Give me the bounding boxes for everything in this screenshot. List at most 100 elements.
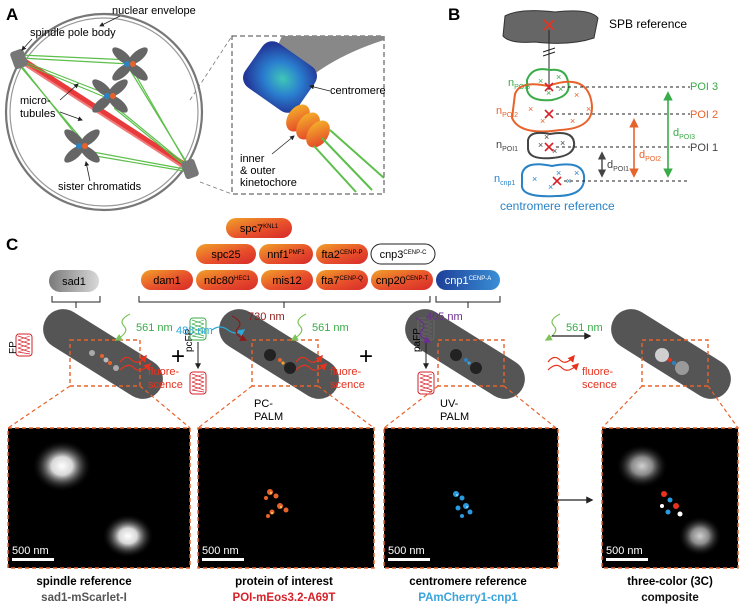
nuclear-envelope-outer xyxy=(4,12,204,212)
centroid-crosses xyxy=(544,82,562,186)
scalebar-label-2: 500 nm xyxy=(202,545,239,557)
pill-cnp20-label: cnp20CENP-T xyxy=(376,275,429,287)
micrograph-operators: + + xyxy=(169,480,375,513)
spindle-microtubule-light xyxy=(19,61,191,173)
fluorescence-arrows xyxy=(119,354,580,371)
svg-text:ncnp1: ncnp1 xyxy=(494,173,515,187)
pill-dam1-label: dam1 xyxy=(153,275,181,287)
kinetochore-label-2: & outer xyxy=(240,165,276,177)
pill-sad1 xyxy=(49,270,99,292)
poi2-cloud xyxy=(510,80,593,133)
n-labels: nPOI3 nPOI2 nPOI1 ncnp1 xyxy=(494,77,530,187)
svg-text:nPOI1: nPOI1 xyxy=(496,139,518,153)
pill-mis12 xyxy=(261,270,313,290)
pill-spc7-label: spc7KNL1 xyxy=(240,223,279,235)
pill-fta2-label: fta2CENP-P xyxy=(321,249,362,261)
inset-microtubules xyxy=(313,129,385,193)
d-poi3-sub: POI3 xyxy=(679,134,695,141)
microtubules-label-1: micro- xyxy=(20,95,51,107)
svg-text:dPOI1: dPOI1 xyxy=(607,159,629,173)
caption-1-line2: sad1-mScarlet-I xyxy=(41,592,127,604)
svg-text:×: × xyxy=(552,146,557,156)
fluorescence-label-3a: fluore- xyxy=(582,366,614,378)
pill-spc7 xyxy=(226,218,292,238)
d-labels: dPOI3 dPOI2 dPOI1 xyxy=(607,127,695,173)
d-poi1-sub: POI1 xyxy=(613,166,629,173)
pill-mis12-label: mis12 xyxy=(272,275,301,287)
svg-text:nPOI3: nPOI3 xyxy=(508,77,530,91)
fp-label: FP xyxy=(8,341,19,354)
micrograph-centromere: 500 nm xyxy=(383,427,559,569)
fluorescence-label-2b: scence xyxy=(330,379,365,391)
pill-spc25-label: spc25 xyxy=(211,249,240,261)
d-poi2-sub: POI2 xyxy=(645,156,661,163)
caption-4-line1: three-color (3C) xyxy=(627,576,713,588)
pill-fta7 xyxy=(316,270,368,290)
centromere-label: centromere xyxy=(330,85,386,97)
pc-palm-label-2: PALM xyxy=(254,411,283,423)
spindle-pole-body-label: spindle pole body xyxy=(30,27,116,39)
spb-reference-label: SPB reference xyxy=(609,17,687,31)
panel-b: B SPB reference ×××× ××××× ×××× ××××× xyxy=(448,5,718,213)
cell-3 xyxy=(405,309,525,399)
pill-cnp20 xyxy=(371,270,433,290)
nuclear-envelope-inner xyxy=(9,17,199,207)
localization-crosses: ×××× ××××× ×××× ××××× xyxy=(528,72,591,192)
pill-dam1 xyxy=(141,270,193,290)
pill-ndc80-label: ndc80HEC1 xyxy=(204,275,251,287)
micrograph-composite: 500 nm xyxy=(601,427,739,569)
svg-text:dPOI3: dPOI3 xyxy=(673,127,695,141)
kinetochore-label-3: kinetochore xyxy=(240,177,297,189)
n-poi1-label: n xyxy=(496,139,502,151)
microtubules-label-2: tubules xyxy=(20,108,56,120)
fluorescence-label-1b: scence xyxy=(148,379,183,391)
pill-cnp1 xyxy=(436,270,500,290)
plus-2: + xyxy=(359,343,373,370)
caption-4-line2: composite xyxy=(641,592,699,604)
micrograph-poi: 500 nm xyxy=(197,427,375,569)
spb-reference-cross xyxy=(543,19,555,31)
pill-cnp3 xyxy=(370,243,436,265)
fluorescence-label-1a: fluore- xyxy=(148,366,180,378)
svg-text:×: × xyxy=(574,90,579,100)
kinetochore-microtubules xyxy=(19,54,191,173)
reference-dashed-lines xyxy=(556,86,690,182)
panel-c-letter: C xyxy=(6,235,18,254)
scalebar-label-3: 500 nm xyxy=(388,545,425,557)
palm-labels: PC- PALM UV- PALM xyxy=(254,398,469,423)
panel-a-letter: A xyxy=(6,5,18,24)
uv-palm-label-1: UV- xyxy=(440,398,459,410)
caption-3-line1: centromere reference xyxy=(409,576,527,588)
kinetochore-label-1: inner xyxy=(240,153,265,165)
n-poi2-label: n xyxy=(496,105,502,117)
captions: spindle reference sad1-mScarlet-I protei… xyxy=(36,576,713,604)
laser-488-label: 488 nm xyxy=(176,325,213,337)
svg-text:×: × xyxy=(548,182,553,192)
svg-text:dPOI2: dPOI2 xyxy=(639,149,661,163)
fluorescence-label-2a: fluore- xyxy=(330,366,362,378)
laser-730-label: 730 nm xyxy=(248,311,285,323)
row-operators: + + xyxy=(171,343,373,370)
pill-cnp1-label: cnp1CENP-A xyxy=(445,275,492,287)
svg-text:×: × xyxy=(532,174,537,184)
poi2-label: POI 2 xyxy=(690,109,718,121)
laser-561-label-2: 561 nm xyxy=(312,322,349,334)
svg-text:×: × xyxy=(540,116,545,126)
poi-labels: POI 3 POI 2 POI 1 xyxy=(690,81,718,154)
d-poi1-label: d xyxy=(607,159,613,171)
pill-fta2 xyxy=(316,244,368,264)
cnp1-cloud xyxy=(520,163,586,198)
svg-text:×: × xyxy=(586,104,591,114)
n-cnp1-label: n xyxy=(494,173,500,185)
pill-fta7-label: fta7CENP-Q xyxy=(321,275,363,287)
scalebar-label-4: 500 nm xyxy=(606,545,643,557)
svg-text:×: × xyxy=(570,116,575,126)
centromere-reference-label: centromere reference xyxy=(500,199,615,213)
pill-nnf1 xyxy=(259,244,313,264)
pafp-label: paFP xyxy=(412,328,423,352)
panel-a: A xyxy=(4,5,386,212)
poi3-label: POI 3 xyxy=(690,81,718,93)
n-cnp1-sub: cnp1 xyxy=(500,180,515,187)
fluorescence-label-3b: scence xyxy=(582,379,617,391)
